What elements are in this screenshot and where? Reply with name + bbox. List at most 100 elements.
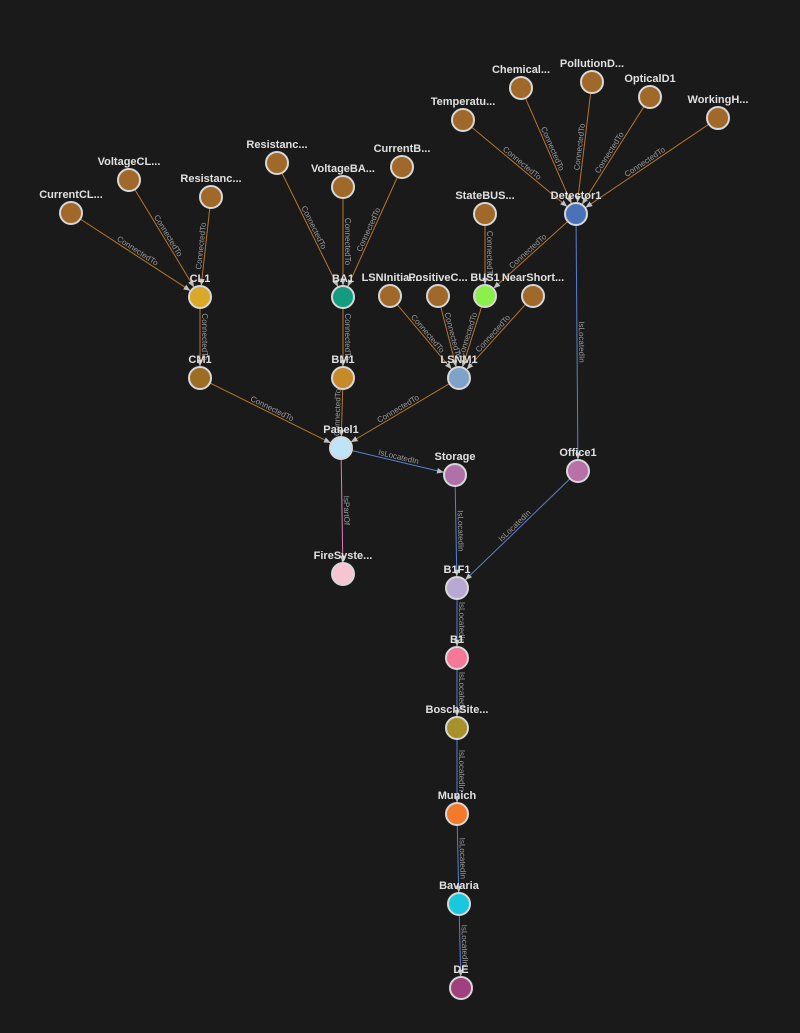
node-voltagecl[interactable]: VoltageCL...	[98, 156, 161, 192]
node-nearshort[interactable]: NearShort...	[502, 272, 564, 308]
node-label: WorkingH...	[688, 94, 749, 106]
node-label: BoschSite...	[426, 704, 489, 716]
edge-label: IsLocatedIn	[457, 602, 466, 643]
node-circle[interactable]	[426, 284, 450, 308]
node-de[interactable]: DE	[449, 964, 473, 1000]
edge-voltagecl-cl1[interactable]: ConnectedTo	[134, 189, 195, 288]
node-circle[interactable]	[331, 285, 355, 309]
node-bm1[interactable]: BM1	[331, 354, 355, 390]
edge-line	[457, 914, 464, 977]
node-circle[interactable]	[329, 436, 353, 460]
edge-ba1-bm1[interactable]: ConnectedTo	[340, 308, 352, 367]
edge-detector1-office1[interactable]: IsLocatedIn	[575, 224, 586, 460]
edge-resistanc1-cl1[interactable]: ConnectedTo	[194, 207, 211, 286]
node-circle[interactable]	[443, 463, 467, 487]
edge-statebus-bus1[interactable]: ConnectedTo	[482, 225, 494, 285]
node-label: VoltageBA...	[311, 163, 375, 175]
node-circle[interactable]	[59, 201, 83, 225]
node-circle[interactable]	[447, 366, 471, 390]
node-circle[interactable]	[445, 646, 469, 670]
node-statebus[interactable]: StateBUS...	[455, 190, 515, 226]
edge-boschsite-munich[interactable]: IsLocatedIn	[454, 739, 466, 803]
node-circle[interactable]	[331, 175, 355, 199]
edge-bm1-panel1[interactable]: ConnectedTo	[332, 388, 345, 437]
edge-pollution-detector1[interactable]: ConnectedTo	[572, 92, 592, 203]
node-resistanc1[interactable]: Resistanc...	[180, 173, 242, 209]
edge-resistanc2-ba1[interactable]: ConnectedTo	[281, 172, 339, 287]
edge-voltageba-ba1[interactable]: ConnectedTo	[340, 198, 352, 286]
edge-chemical-detector1[interactable]: ConnectedTo	[524, 97, 572, 204]
node-storage[interactable]: Storage	[435, 451, 476, 487]
node-circle[interactable]	[564, 202, 588, 226]
edge-b1f1-b1[interactable]: IsLocatedIn	[454, 599, 466, 647]
node-circle[interactable]	[521, 284, 545, 308]
node-circle[interactable]	[638, 85, 662, 109]
node-label: StateBUS...	[455, 190, 514, 202]
edge-panel1-storage[interactable]: IsLocatedIn	[351, 448, 445, 474]
node-circle[interactable]	[390, 155, 414, 179]
node-b1[interactable]: B1	[445, 634, 469, 670]
node-firesys[interactable]: FireSyste...	[314, 550, 373, 586]
node-munich[interactable]: Munich	[438, 790, 477, 826]
edge-currentb-ba1[interactable]: ConnectedTo	[347, 176, 398, 287]
node-circle[interactable]	[265, 151, 289, 175]
node-panel1[interactable]: Panel1	[323, 424, 359, 460]
node-currentb[interactable]: CurrentB...	[374, 143, 431, 179]
node-circle[interactable]	[566, 459, 590, 483]
edge-storage-b1f1[interactable]: IsLocatedIn	[453, 485, 465, 577]
node-resistanc2[interactable]: Resistanc...	[246, 139, 308, 175]
node-pollution[interactable]: PollutionD...	[560, 58, 624, 94]
node-boschsite[interactable]: BoschSite...	[426, 704, 489, 740]
node-bavaria[interactable]: Bavaria	[439, 880, 480, 916]
node-circle[interactable]	[117, 168, 141, 192]
node-circle[interactable]	[445, 716, 469, 740]
node-circle[interactable]	[188, 285, 212, 309]
node-circle[interactable]	[473, 202, 497, 226]
edge-cl1-cm1[interactable]: ConnectedTo	[197, 308, 209, 367]
node-circle[interactable]	[451, 108, 475, 132]
node-circle[interactable]	[378, 284, 402, 308]
edge-cm1-panel1[interactable]: ConnectedTo	[209, 382, 331, 444]
node-workingh[interactable]: WorkingH...	[688, 94, 749, 130]
node-circle[interactable]	[331, 366, 355, 390]
node-lsninit[interactable]: LSNInitia...	[362, 272, 419, 308]
node-circle[interactable]	[188, 366, 212, 390]
node-b1f1[interactable]: B1F1	[444, 564, 471, 600]
node-circle[interactable]	[706, 106, 730, 130]
node-voltageba[interactable]: VoltageBA...	[311, 163, 375, 199]
edge-office1-b1f1[interactable]: IsLocatedIn	[465, 478, 571, 581]
node-detector1[interactable]: Detector1	[551, 190, 602, 226]
edge-line	[461, 306, 483, 368]
node-temperature[interactable]: Temperatu...	[431, 96, 496, 132]
node-circle[interactable]	[509, 76, 533, 100]
edge-panel1-firesys[interactable]: IsPartOf	[339, 458, 351, 563]
edge-bavaria-de[interactable]: IsLocatedIn	[457, 914, 469, 977]
node-lsnm1[interactable]: LSNM1	[440, 354, 478, 390]
node-positivec[interactable]: PositiveC...	[408, 272, 468, 308]
node-circle[interactable]	[331, 562, 355, 586]
edge-b1-boschsite[interactable]: IsLocatedIn	[454, 669, 466, 717]
edge-currentcl-cl1[interactable]: ConnectedTo	[79, 218, 191, 291]
node-ba1[interactable]: BA1	[331, 273, 355, 309]
node-circle[interactable]	[449, 976, 473, 1000]
node-cm1[interactable]: CM1	[188, 354, 212, 390]
node-label: Resistanc...	[246, 139, 307, 151]
node-label: BM1	[331, 354, 354, 366]
node-circle[interactable]	[445, 576, 469, 600]
node-circle[interactable]	[580, 70, 604, 94]
node-circle[interactable]	[445, 802, 469, 826]
node-chemical[interactable]: Chemical...	[492, 64, 550, 100]
edge-line	[575, 92, 592, 203]
edge-lsnm1-panel1[interactable]: ConnectedTo	[350, 383, 450, 443]
node-currentcl[interactable]: CurrentCL...	[39, 189, 103, 225]
node-circle[interactable]	[473, 284, 497, 308]
node-circle[interactable]	[199, 185, 223, 209]
node-office1[interactable]: Office1	[559, 447, 597, 483]
node-optical[interactable]: OpticalD1	[624, 73, 676, 109]
edge-munich-bavaria[interactable]: IsLocatedIn	[455, 824, 467, 893]
edge-label: IsLocatedIn	[577, 321, 586, 362]
node-circle[interactable]	[447, 892, 471, 916]
node-bus1[interactable]: BUS1	[470, 272, 500, 308]
node-cl1[interactable]: CL1	[188, 273, 212, 309]
